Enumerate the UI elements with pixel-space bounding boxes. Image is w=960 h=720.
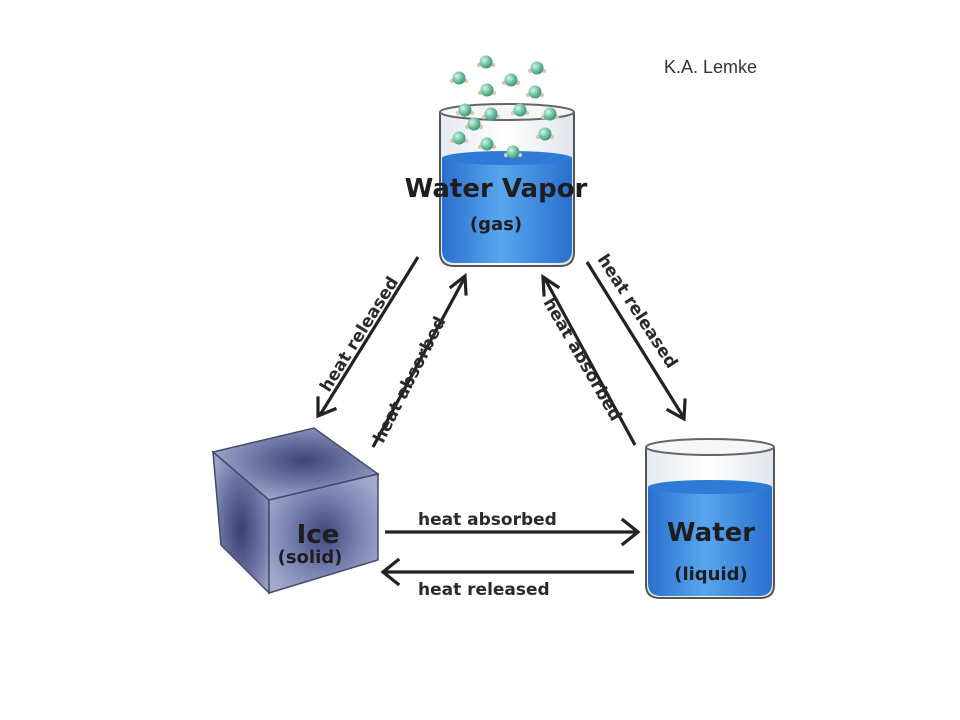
- vapor-molecules: [449, 55, 560, 159]
- arrow-ice-to-water: [385, 517, 641, 547]
- water-molecule: [477, 137, 497, 151]
- ice-title: Ice: [297, 520, 340, 550]
- label-water-to-ice: heat released: [418, 580, 550, 600]
- water-subtitle: (liquid): [674, 564, 748, 585]
- water-molecule: [510, 103, 530, 117]
- arrow-vapor-to-ice: [316, 256, 420, 419]
- ice-cube: [211, 427, 380, 595]
- vapor-title: Water Vapor: [405, 174, 588, 204]
- arrow-water-to-vapor: [541, 273, 637, 446]
- water-molecule: [527, 61, 547, 75]
- ice-subtitle: (solid): [278, 547, 343, 568]
- label-vapor-to-water: heat released: [593, 251, 682, 372]
- water-molecule: [449, 131, 469, 145]
- water-beaker: [645, 438, 775, 599]
- water-title: Water: [667, 518, 755, 548]
- label-vapor-to-ice: heat released: [316, 273, 403, 395]
- label-ice-to-vapor: heat absorbed: [370, 313, 451, 446]
- water-molecule: [449, 71, 469, 85]
- water-molecule: [501, 73, 521, 87]
- arrow-vapor-to-water: [585, 261, 687, 422]
- arrow-ice-to-vapor: [371, 272, 468, 448]
- water-molecule: [535, 127, 555, 141]
- label-ice-to-water: heat absorbed: [418, 510, 557, 530]
- arrow-water-to-ice: [380, 557, 634, 587]
- vapor-subtitle: (gas): [470, 214, 522, 235]
- water-molecule: [503, 145, 523, 159]
- water-molecule: [525, 85, 545, 99]
- water-molecule: [540, 107, 560, 121]
- vapor-beaker: [439, 103, 575, 267]
- water-molecule: [464, 117, 484, 131]
- author-credit: K.A. Lemke: [664, 57, 757, 77]
- label-water-to-vapor: heat absorbed: [539, 295, 626, 425]
- water-molecule: [477, 83, 497, 97]
- water-molecule: [455, 103, 475, 117]
- water-molecule: [476, 55, 496, 69]
- water-molecule: [481, 107, 501, 121]
